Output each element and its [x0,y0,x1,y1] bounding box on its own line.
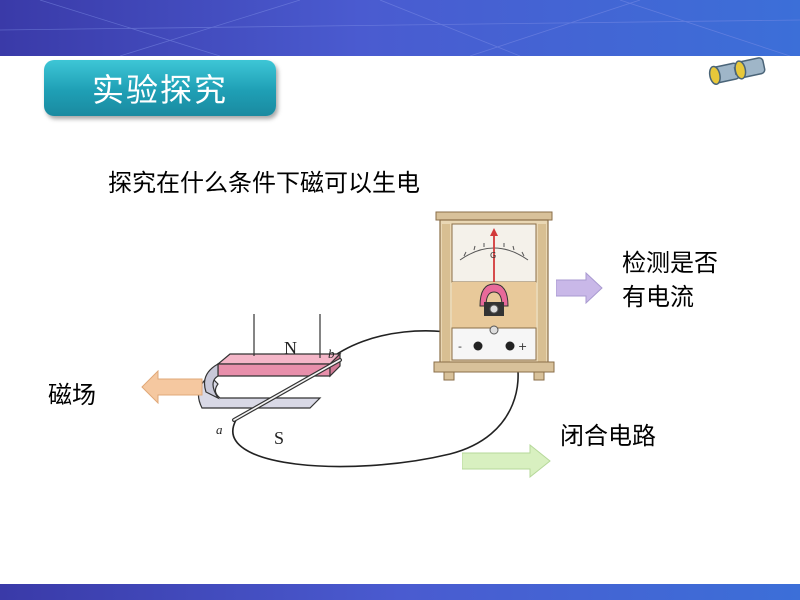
end-a-label: a [216,422,223,437]
detect-current-line1: 检测是否 [622,249,718,277]
detect-current-label: 检测是否 有电流 [622,246,718,314]
detect-current-line2: 有电流 [622,283,694,311]
magnetic-field-label: 磁场 [48,381,96,409]
terminal-plus: + [518,340,527,353]
closed-circuit-label: 闭合电路 [560,422,656,450]
section-badge: 实验探究 [44,60,276,116]
meter-letter: G [490,251,496,260]
slide-subtitle: 探究在什么条件下磁可以生电 [108,169,420,197]
binoculars-icon [708,57,766,85]
pole-s-label: S [274,428,284,448]
badge-title: 实验探究 [91,71,228,109]
header-decoration [0,0,800,56]
footer-band [0,584,800,600]
galvanometer: G - + [433,211,555,381]
end-b-label: b [328,346,335,361]
right-arrow-icon [556,272,603,304]
circuit-wire-bottom [232,345,519,468]
apparatus-diagram: N S a b G - + [197,211,555,468]
pole-n-label: N [284,338,297,358]
right-arrow-icon [462,444,551,478]
header-band [0,0,800,56]
terminal-minus: - [458,340,462,353]
left-arrow-icon [141,370,203,404]
